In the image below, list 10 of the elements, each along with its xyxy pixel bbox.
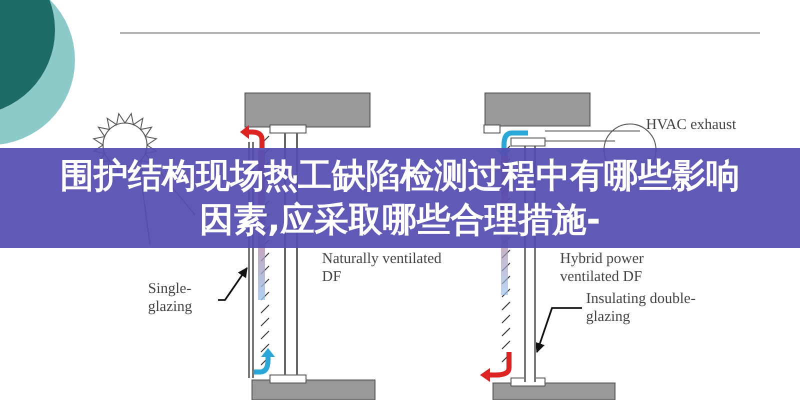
leader-line [218, 267, 248, 301]
text-label: HVAC exhaust [646, 116, 738, 134]
glass-pane [248, 249, 254, 378]
title: 围护结构现场热工缺陷检测过程中有哪些影响因素,应采取哪些合理措施- [59, 155, 741, 242]
callout-label: Insulating double-glazing [586, 290, 736, 326]
text-label: Naturally ventilated DF [322, 250, 442, 286]
callout-label: Single-glazing [148, 280, 218, 316]
text-label: Hybrid power ventilated DF [560, 250, 645, 286]
leader-line [535, 307, 582, 353]
glass-pane [524, 249, 536, 382]
